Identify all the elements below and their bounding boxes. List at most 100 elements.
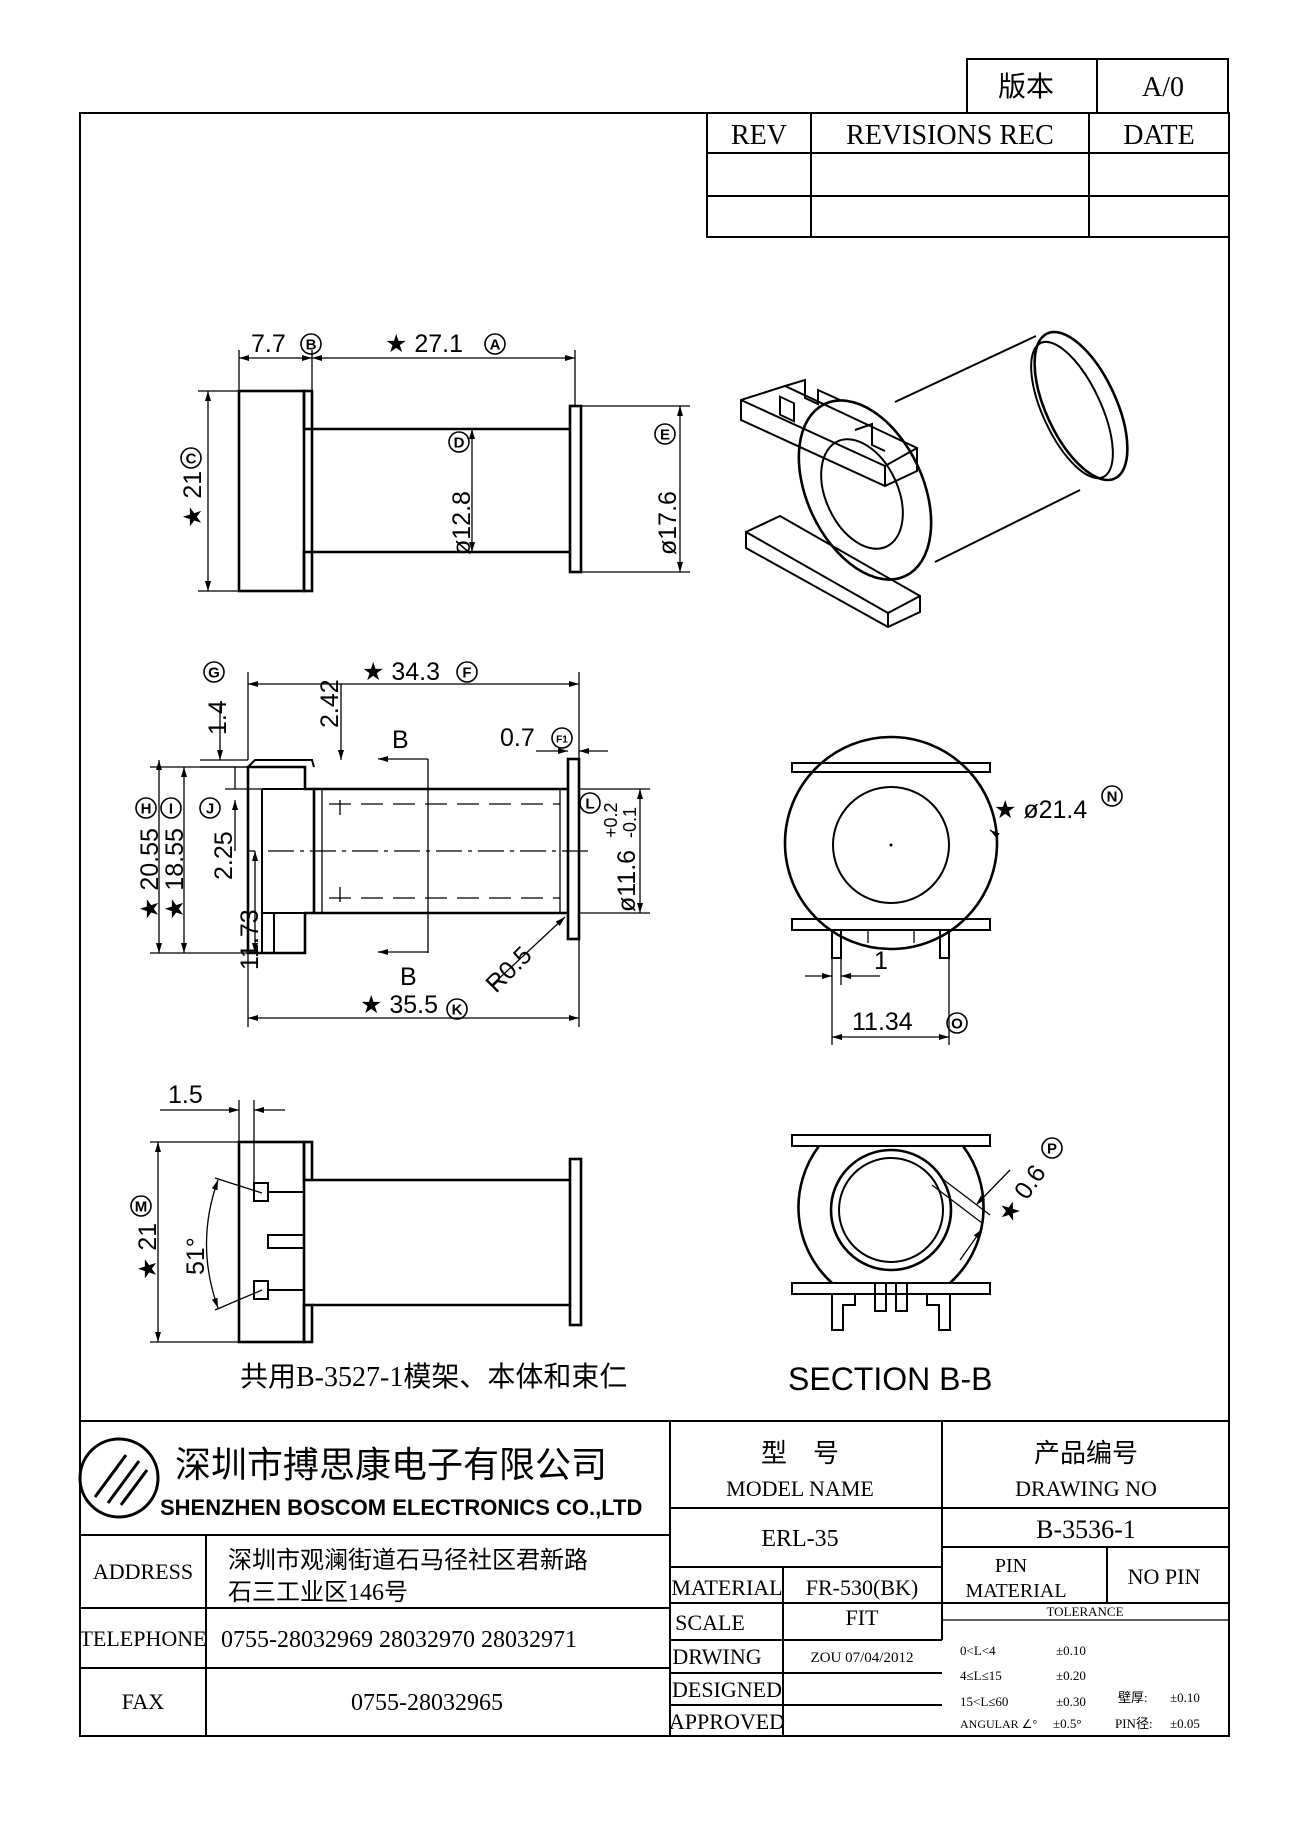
circle-letter-k: K (446, 998, 468, 1020)
circle-letter-n: N (1101, 785, 1123, 807)
company-name-cn: 深圳市搏思康电子有限公司 (175, 1445, 607, 1485)
tol-r2-range: 4≤L≤15 (960, 1668, 1002, 1683)
dim-l-text: ø11.6 (613, 850, 641, 912)
designed-label: DESIGNED (672, 1677, 782, 1702)
svg-text:I: I (169, 801, 173, 818)
svg-text:D: D (454, 435, 465, 452)
revisions-rec-header: REVISIONS REC (846, 120, 1054, 151)
dim-k-text: ★ 35.5 (360, 991, 438, 1019)
dim-a-text: ★ 27.1 (385, 330, 463, 358)
tol-r3-val: ±0.30 (1056, 1694, 1086, 1709)
dim-angle-text: 51° (182, 1237, 210, 1275)
section-b-top: B (392, 726, 409, 754)
section-view (791, 1134, 991, 1331)
version-box: 版本 A/0 (966, 58, 1229, 114)
dim-i-text: ★ 18.55 (161, 828, 189, 920)
svg-text:E: E (660, 427, 670, 444)
svg-text:F1: F1 (556, 735, 568, 746)
svg-text:K: K (452, 1002, 463, 1019)
circle-letter-b: B (300, 333, 322, 355)
section-b-bottom: B (400, 963, 417, 991)
address-label: ADDRESS (93, 1559, 193, 1584)
dim-d-text: ø12.8 (448, 491, 476, 555)
circle-letter-l: L (579, 792, 601, 814)
dim-o-text: 11.34 (852, 1008, 913, 1036)
tol-pin-dia-label: PIN径: (1115, 1716, 1153, 1731)
tol-r1-val: ±0.10 (1056, 1643, 1086, 1658)
isometric-view (740, 330, 1129, 629)
dim-n-text: ★ ø21.4 (994, 796, 1087, 824)
circle-letter-f1: F1 (551, 727, 573, 749)
version-value: A/0 (1142, 72, 1184, 103)
dim-one-text: 1 (874, 947, 888, 975)
top-view (237, 389, 583, 593)
tol-wall-val: ±0.10 (1170, 1690, 1200, 1705)
svg-text:J: J (206, 801, 214, 818)
scale-value: FIT (846, 1605, 880, 1630)
title-block: 深圳市搏思康电子有限公司 SHENZHEN BOSCOM ELECTRONICS… (78, 1420, 1229, 1736)
drawing-value: B-3536-1 (1036, 1515, 1136, 1544)
model-label-en: MODEL NAME (726, 1476, 874, 1501)
circle-letter-a: A (484, 333, 506, 355)
svg-text:M: M (135, 1199, 148, 1216)
dim-e-text: ø17.6 (654, 491, 682, 555)
pin-label-1: PIN (995, 1555, 1027, 1577)
dim-f1-text: 0.7 (500, 724, 535, 752)
dim-j-text: 2.25 (210, 831, 238, 880)
svg-text:P: P (1047, 1141, 1057, 1158)
svg-text:C: C (186, 451, 197, 468)
front-view-dimensions: ★ ø21.4 1 11.34 (805, 796, 1087, 1045)
drwing-value: ZOU 07/04/2012 (811, 1650, 914, 1666)
circle-letter-c: C (180, 447, 202, 469)
circle-letter-g: G (203, 661, 225, 683)
dim-f-text: ★ 34.3 (362, 658, 440, 686)
section-bb-label: SECTION B-B (788, 1361, 992, 1397)
bottom-view-dimensions: 1.5 ★ 21 51° (134, 1081, 285, 1343)
svg-text:N: N (1107, 789, 1118, 806)
circle-letter-h: H (135, 797, 157, 819)
drawing-label-en: DRAWING NO (1015, 1476, 1157, 1501)
pin-value: NO PIN (1128, 1564, 1201, 1589)
fax-label: FAX (122, 1689, 164, 1714)
dim-l-tol-minus: -0.1 (620, 807, 640, 838)
dim-242-text: 2.42 (316, 679, 344, 728)
circle-letters: B A C D E G F F1 H I J L K N O M P (130, 333, 1123, 1217)
tolerance-title: TOLERANCE (1046, 1604, 1123, 1619)
top-view-dimensions: 7.7 ★ 27.1 ★ 21 ø12.8 ø17.6 (179, 330, 690, 592)
svg-text:G: G (208, 665, 220, 682)
fax-value: 0755-28032965 (351, 1690, 503, 1716)
dim-b-text: 7.7 (251, 330, 286, 358)
svg-text:F: F (462, 665, 471, 682)
bottom-view (237, 1140, 583, 1344)
revision-table: REV REVISIONS REC DATE (706, 112, 1230, 238)
scale-label: SCALE (675, 1610, 745, 1635)
tol-r2-val: ±0.20 (1056, 1668, 1086, 1683)
model-label-cn: 型 号 (761, 1439, 839, 1468)
svg-text:O: O (951, 1016, 963, 1033)
rev-header: REV (731, 120, 787, 151)
dim-1173-text: 11.73 (236, 909, 264, 970)
telephone-label: TELEPHONE (79, 1626, 206, 1651)
approved-label: APPROVED (669, 1709, 785, 1734)
svg-text:B: B (306, 337, 317, 354)
dim-w-text: 1.5 (168, 1081, 203, 1109)
circle-letter-d: D (448, 431, 470, 453)
front-view (783, 735, 999, 959)
circle-letter-i: I (160, 797, 182, 819)
dim-h-text: ★ 20.55 (136, 828, 164, 920)
model-value: ERL-35 (761, 1526, 838, 1552)
telephone-value: 0755-28032969 28032970 28032971 (221, 1627, 577, 1653)
side-view-dimensions: ★ 34.3 1.4 2.42 0.7 ★ 20.55 ★ 18.55 2.25… (136, 658, 650, 1027)
circle-letter-o: O (946, 1012, 968, 1034)
material-value: FR-530(BK) (806, 1575, 918, 1600)
date-header: DATE (1123, 120, 1195, 151)
drawing-label-cn: 产品编号 (1034, 1439, 1138, 1468)
tol-wall-label: 壁厚: (1118, 1690, 1148, 1705)
svg-text:H: H (141, 801, 152, 818)
sheet-frame (79, 112, 1230, 1737)
dim-g-text: 1.4 (204, 700, 232, 735)
svg-text:L: L (585, 796, 594, 813)
company-name-en: SHENZHEN BOSCOM ELECTRONICS CO.,LTD (160, 1495, 642, 1520)
shared-tooling-note: 共用B-3527-1模架、本体和束仁 (240, 1361, 627, 1393)
